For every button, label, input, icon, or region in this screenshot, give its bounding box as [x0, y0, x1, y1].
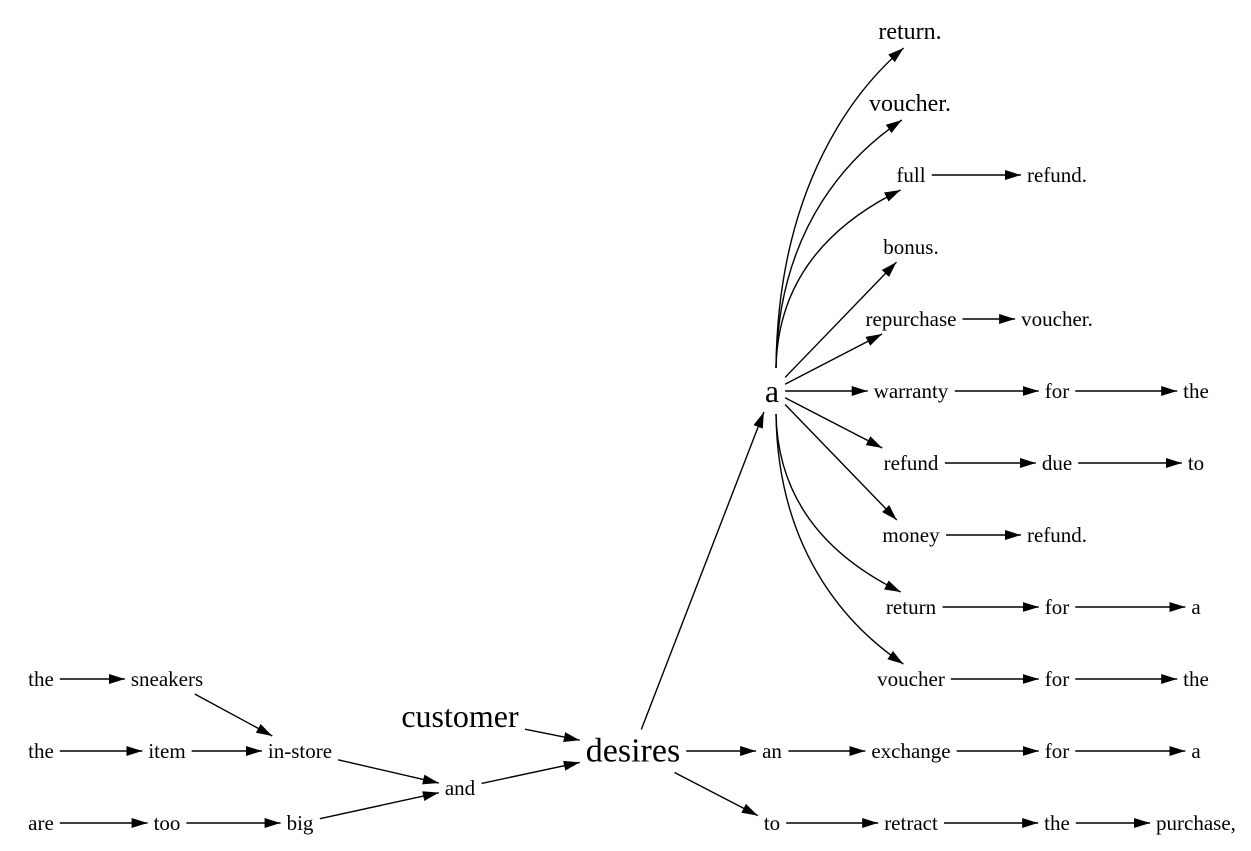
node-voucher-2: voucher.: [1021, 307, 1093, 331]
node-to-1: to: [1188, 451, 1204, 475]
node-purchase: purchase,: [1156, 811, 1236, 835]
node-refund-2: refund: [884, 451, 939, 475]
node-warranty: warranty: [874, 379, 949, 403]
node-to-2: to: [764, 811, 780, 835]
node-voucher-1: voucher.: [869, 91, 951, 117]
node-the-5: the: [1044, 811, 1070, 835]
edge-arrow: [775, 47, 905, 369]
node-for-4: for: [1045, 739, 1070, 763]
node-due: due: [1042, 451, 1072, 475]
node-exchange: exchange: [871, 739, 950, 763]
node-a-3: a: [1191, 739, 1201, 763]
edge-arrow: [319, 791, 439, 820]
edge-arrow: [337, 759, 439, 785]
edge-arrow: [784, 261, 898, 378]
edge-arrow: [775, 119, 903, 369]
node-a: a: [765, 373, 779, 409]
edge-arrow: [775, 413, 904, 665]
node-an: an: [762, 739, 782, 763]
node-for-3: for: [1045, 667, 1070, 691]
node-item: item: [148, 739, 185, 763]
edge-arrow: [640, 411, 765, 730]
node-a-2: a: [1191, 595, 1201, 619]
node-the-4: the: [28, 739, 54, 763]
edge-arrow: [775, 189, 901, 369]
node-money: money: [882, 523, 940, 547]
node-for-1: for: [1045, 379, 1070, 403]
node-desires: desires: [586, 733, 680, 770]
node-return-1: return.: [878, 19, 941, 45]
node-return-2: return: [886, 595, 937, 619]
edge-arrow: [524, 728, 580, 742]
edge-arrow: [784, 404, 898, 521]
node-are: are: [28, 811, 54, 835]
node-voucher-3: voucher: [877, 667, 945, 691]
edge-layer: [59, 47, 1186, 828]
edge-arrow: [194, 693, 273, 737]
node-bonus: bonus.: [883, 235, 938, 259]
node-refund-3: refund.: [1027, 523, 1087, 547]
edge-arrow: [481, 760, 580, 785]
edge-arrow: [775, 413, 902, 593]
node-the-3: the: [28, 667, 54, 691]
edge-arrow: [784, 397, 883, 449]
node-full: full: [896, 163, 925, 187]
node-repurchase: repurchase: [866, 307, 957, 331]
node-in-store: in-store: [268, 739, 332, 763]
node-layer: return. voucher. full refund. bonus. rep…: [28, 19, 1236, 835]
edge-arrow: [674, 771, 759, 817]
node-the-2: the: [1183, 667, 1209, 691]
node-for-2: for: [1045, 595, 1070, 619]
node-refund-1: refund.: [1027, 163, 1087, 187]
node-the-1: the: [1183, 379, 1209, 403]
node-big: big: [287, 811, 314, 835]
node-customer: customer: [401, 698, 519, 734]
edge-arrow: [784, 333, 883, 385]
node-retract: retract: [884, 811, 938, 835]
node-too: too: [154, 811, 181, 835]
node-and: and: [445, 776, 476, 800]
node-sneakers: sneakers: [131, 667, 203, 691]
